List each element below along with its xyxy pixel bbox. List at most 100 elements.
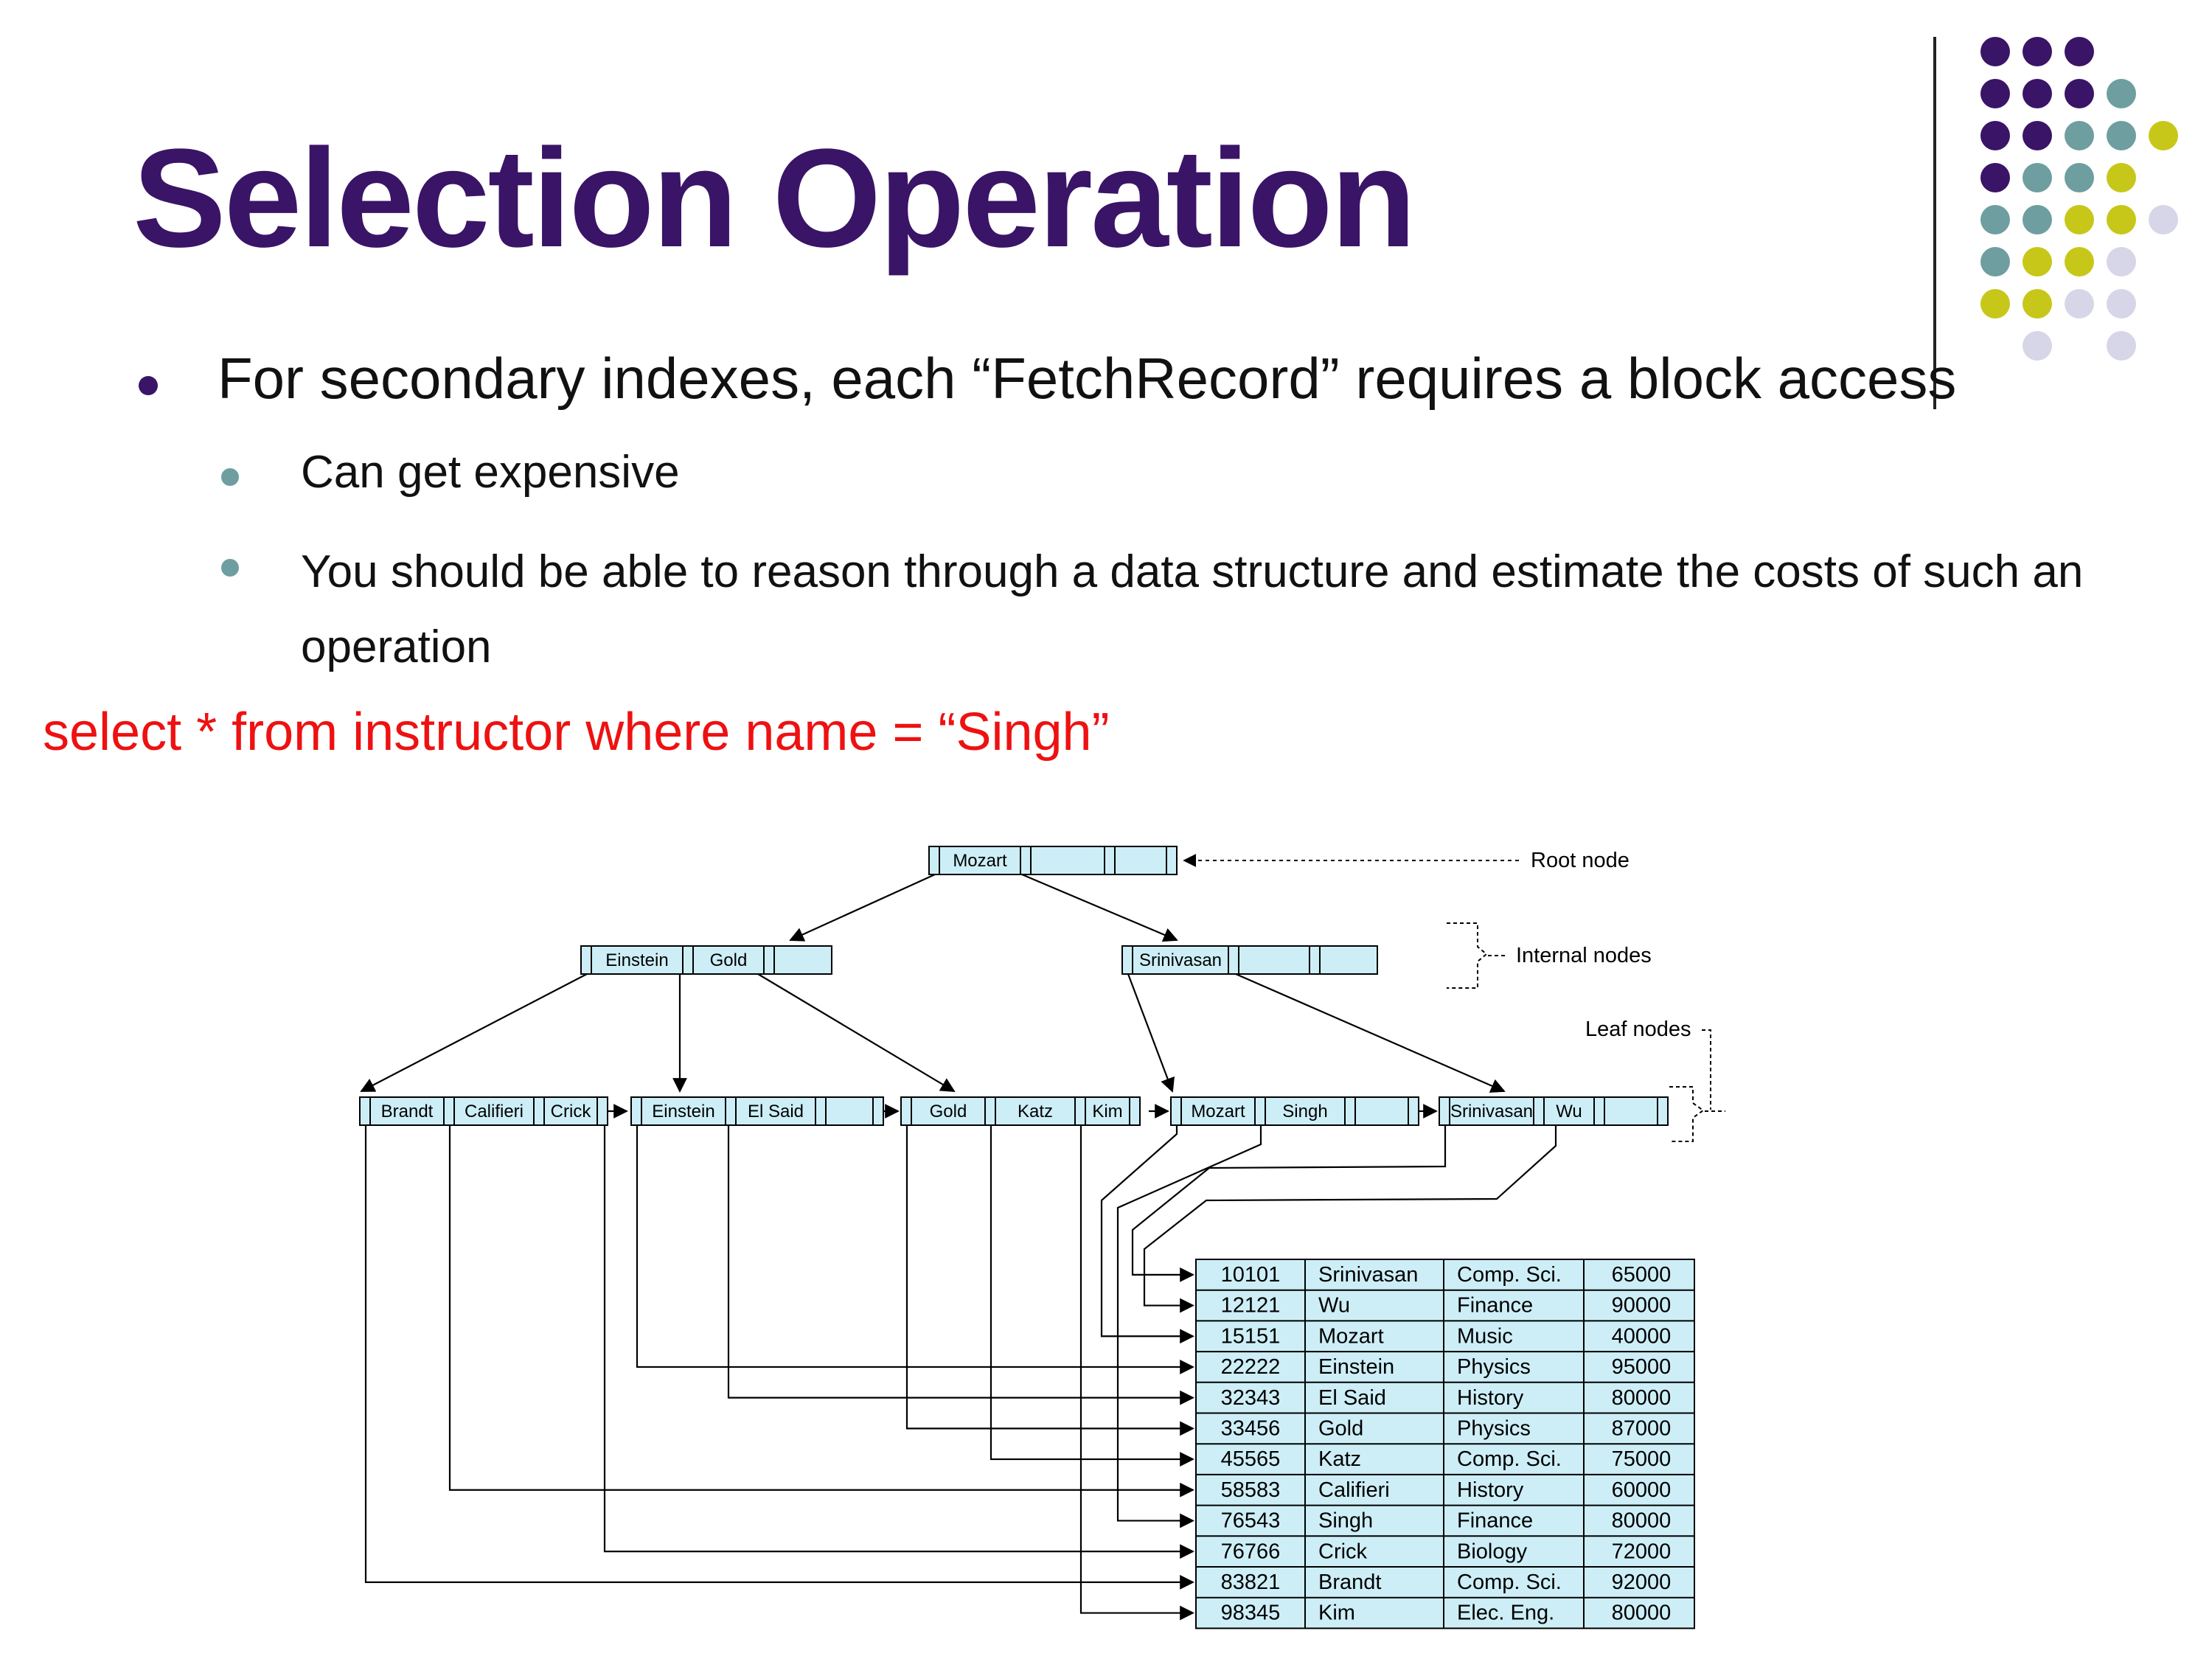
decorative-dot xyxy=(2149,121,2178,150)
table-cell: 32343 xyxy=(1221,1386,1281,1410)
record-pointer xyxy=(1116,1125,1262,1528)
leaf-bracket xyxy=(1669,1086,1705,1142)
decorative-dot xyxy=(2107,247,2136,276)
decorative-dot xyxy=(2065,37,2094,66)
node-key: Mozart xyxy=(953,851,1007,871)
table-cell: Brandt xyxy=(1318,1571,1381,1594)
internal-node-right: Srinivasan xyxy=(1121,945,1378,975)
node-key: Mozart xyxy=(1191,1102,1245,1121)
node-key: Crick xyxy=(551,1102,592,1121)
table-cell: 75000 xyxy=(1612,1447,1672,1471)
decorative-dot xyxy=(2065,163,2094,192)
table-cell: Einstein xyxy=(1318,1355,1394,1379)
record-pointer xyxy=(727,1125,1194,1405)
record-pointer xyxy=(1143,1125,1557,1313)
table-cell: Comp. Sci. xyxy=(1457,1447,1562,1471)
table-cell: 72000 xyxy=(1612,1540,1672,1563)
table-cell: Finance xyxy=(1457,1509,1533,1533)
table-cell: Katz xyxy=(1318,1447,1361,1471)
record-pointer xyxy=(448,1125,1194,1498)
decorative-dot xyxy=(1980,121,2010,150)
pointer-edge xyxy=(360,973,588,1092)
internal-bracket xyxy=(1447,922,1488,989)
record-pointer xyxy=(364,1125,1194,1590)
node-key: Einstein xyxy=(652,1102,714,1121)
record-pointer xyxy=(990,1125,1194,1467)
table-row: 32343 El Said History 80000 xyxy=(1221,1386,1672,1410)
pointer-edge xyxy=(1021,873,1178,942)
sql-query: select * from instructor where name = “S… xyxy=(43,703,1110,762)
table-cell: 95000 xyxy=(1612,1355,1672,1379)
node-key: El Said xyxy=(748,1102,804,1121)
leaf-node-2: Einstein El Said xyxy=(630,1096,884,1126)
internal-nodes-label: Internal nodes xyxy=(1516,944,1652,967)
record-pointer xyxy=(1131,1125,1447,1282)
divider-line xyxy=(1933,37,1936,409)
root-node-label: Root node xyxy=(1531,849,1630,872)
decorative-dot xyxy=(2149,205,2178,234)
decorative-dot xyxy=(2065,121,2094,150)
decorative-dot xyxy=(2107,163,2136,192)
table-cell: Califieri xyxy=(1318,1478,1390,1502)
decorative-dot xyxy=(2107,289,2136,319)
table-cell: Biology xyxy=(1457,1540,1528,1563)
table-cell: 58583 xyxy=(1221,1478,1281,1502)
table-cell: 15151 xyxy=(1221,1324,1281,1348)
bullet-dot xyxy=(139,376,158,395)
table-cell: 12121 xyxy=(1221,1294,1281,1318)
table-cell: Elec. Eng. xyxy=(1457,1601,1554,1625)
table-cell: Crick xyxy=(1318,1540,1368,1563)
pointer-edge xyxy=(1235,973,1506,1093)
decorative-dot xyxy=(2023,121,2052,150)
decorative-dot xyxy=(1980,163,2010,192)
table-cell: 87000 xyxy=(1612,1417,1672,1441)
record-pointer xyxy=(636,1125,1194,1374)
table-cell: Mozart xyxy=(1318,1324,1384,1348)
table-cell: 76543 xyxy=(1221,1509,1281,1533)
table-cell: El Said xyxy=(1318,1386,1386,1410)
table-cell: 80000 xyxy=(1612,1509,1672,1533)
node-key: Einstein xyxy=(605,950,668,970)
node-key: Singh xyxy=(1282,1102,1327,1121)
table-cell: History xyxy=(1457,1386,1524,1410)
record-pointer xyxy=(1079,1125,1194,1621)
table-cell: Singh xyxy=(1318,1509,1373,1533)
table-cell: Music xyxy=(1457,1324,1513,1348)
decorative-dot xyxy=(1980,79,2010,108)
decorative-dot xyxy=(2107,79,2136,108)
node-key: Brandt xyxy=(381,1102,434,1121)
table-cell: 76766 xyxy=(1221,1540,1281,1563)
decorative-dot xyxy=(2065,205,2094,234)
record-pointer xyxy=(1100,1125,1194,1344)
decorative-dot xyxy=(2023,247,2052,276)
bullet-dot xyxy=(221,559,239,577)
table-cell: Srinivasan xyxy=(1318,1263,1418,1287)
decorative-dot xyxy=(2023,37,2052,66)
table-cell: Gold xyxy=(1318,1417,1363,1441)
table-cell: 92000 xyxy=(1612,1571,1672,1594)
table-cell: 80000 xyxy=(1612,1386,1672,1410)
decorative-dot xyxy=(2023,79,2052,108)
table-cell: 33456 xyxy=(1221,1417,1281,1441)
bullet-sub-2: You should be able to reason through a d… xyxy=(301,546,2084,672)
node-key: Srinivasan xyxy=(1450,1102,1533,1121)
table-cell: 98345 xyxy=(1221,1601,1281,1625)
leaf-node-4: Mozart Singh xyxy=(1170,1096,1419,1126)
record-pointer xyxy=(905,1125,1194,1436)
decorative-dot xyxy=(1980,37,2010,66)
pointer-edge xyxy=(757,973,956,1093)
decorative-dot xyxy=(2107,205,2136,234)
decorative-dot xyxy=(2023,331,2052,361)
